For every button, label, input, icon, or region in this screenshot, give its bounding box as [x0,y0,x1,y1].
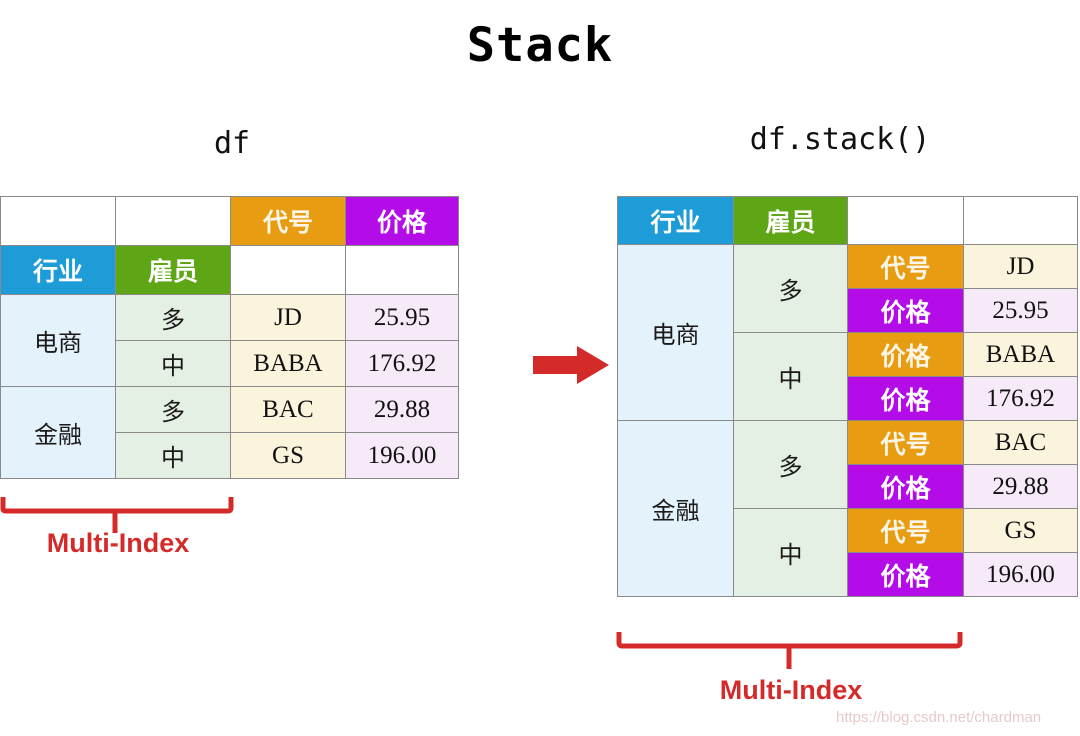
table-row: 中 BABA 176.92 [1,340,459,387]
cell-employee: 中 [115,432,231,479]
cell-field-value: 25.95 [963,288,1078,333]
table-row: 价格 196.00 [618,552,1078,597]
header-industry: 行业 [0,245,116,295]
cell-price: 29.88 [345,386,459,433]
caption-df-stack: df.stack() [749,122,931,157]
table-row-index-header: 行业 雇员 [0,245,459,295]
cell-field-label: 价格 [847,552,964,597]
cell-employee: 多 [115,294,231,341]
cell-blank-h2 [963,196,1078,245]
page-title: Stack [466,18,614,73]
table-row: 价格 25.95 [618,288,1078,333]
dataframe-table-df: 代号 价格 行业 雇员 电商 多 JD 25.95 中 BABA 176.92 … [0,196,459,479]
table-row: 电商 多 代号 JD [617,244,1078,421]
cell-field-value: 29.88 [963,464,1078,509]
cell-field-label: 代号 [847,244,964,289]
table-row: 中 GS 196.00 [1,432,459,479]
cell-field-label: 价格 [847,376,964,421]
watermark-url: https://blog.csdn.net/chardman [836,709,1042,726]
table-row: 电商 多 JD 25.95 [0,294,459,387]
multi-index-bracket-left [0,497,234,533]
cell-field-label: 价格 [847,332,964,377]
cell-ticker: BABA [230,340,346,387]
cell-price: 25.95 [345,294,459,341]
cell-ticker: BAC [230,386,346,433]
header-price: 价格 [345,196,459,246]
cell-field-label: 价格 [847,288,964,333]
cell-field-label: 价格 [847,464,964,509]
cell-employee: 多 [115,386,231,433]
header-employee: 雇员 [115,245,231,295]
cell-industry: 金融 [617,420,734,597]
table-row-header: 行业 雇员 [617,196,1078,245]
cell-employee: 中 [733,508,848,597]
multi-index-label-right: Multi-Index [719,675,863,705]
cell-field-value: BAC [963,420,1078,465]
cell-price: 176.92 [345,340,459,387]
cell-blank-sub1 [230,245,346,295]
multi-index-bracket-right [616,632,963,669]
cell-field-label: 代号 [847,508,964,553]
cell-field-value: GS [963,508,1078,553]
table-row-column-header: 代号 价格 [0,196,459,246]
dataframe-table-df-stack: 行业 雇员 电商 多 代号 JD 价格 25.95 中 价格 BABA 价格 1… [617,196,1078,597]
cell-field-value: 176.92 [963,376,1078,421]
caption-df: df [213,126,251,161]
header-employee: 雇员 [733,196,848,245]
table-row: 金融 多 代号 BAC [617,420,1078,597]
cell-blank-tl [0,196,116,246]
cell-employee: 中 [733,332,848,421]
cell-ticker: JD [230,294,346,341]
cell-industry: 金融 [0,386,116,479]
header-ticker: 代号 [230,196,346,246]
cell-industry: 电商 [617,244,734,421]
cell-blank-h1 [847,196,964,245]
cell-blank-sub2 [345,245,459,295]
cell-field-value: BABA [963,332,1078,377]
table-row: 中 代号 GS [618,508,1078,597]
cell-field-value: JD [963,244,1078,289]
table-row: 金融 多 BAC 29.88 [0,386,459,479]
cell-industry: 电商 [0,294,116,387]
cell-employee: 中 [115,340,231,387]
header-industry: 行业 [617,196,734,245]
cell-employee: 多 [733,420,848,509]
cell-field-value: 196.00 [963,552,1078,597]
table-row: 中 价格 BABA [618,332,1078,421]
right-arrow-icon [533,346,609,384]
cell-blank-tl2 [115,196,231,246]
cell-price: 196.00 [345,432,459,479]
cell-employee: 多 [733,244,848,333]
multi-index-label-left: Multi-Index [46,528,190,558]
cell-ticker: GS [230,432,346,479]
table-row: 价格 176.92 [618,376,1078,421]
cell-field-label: 代号 [847,420,964,465]
